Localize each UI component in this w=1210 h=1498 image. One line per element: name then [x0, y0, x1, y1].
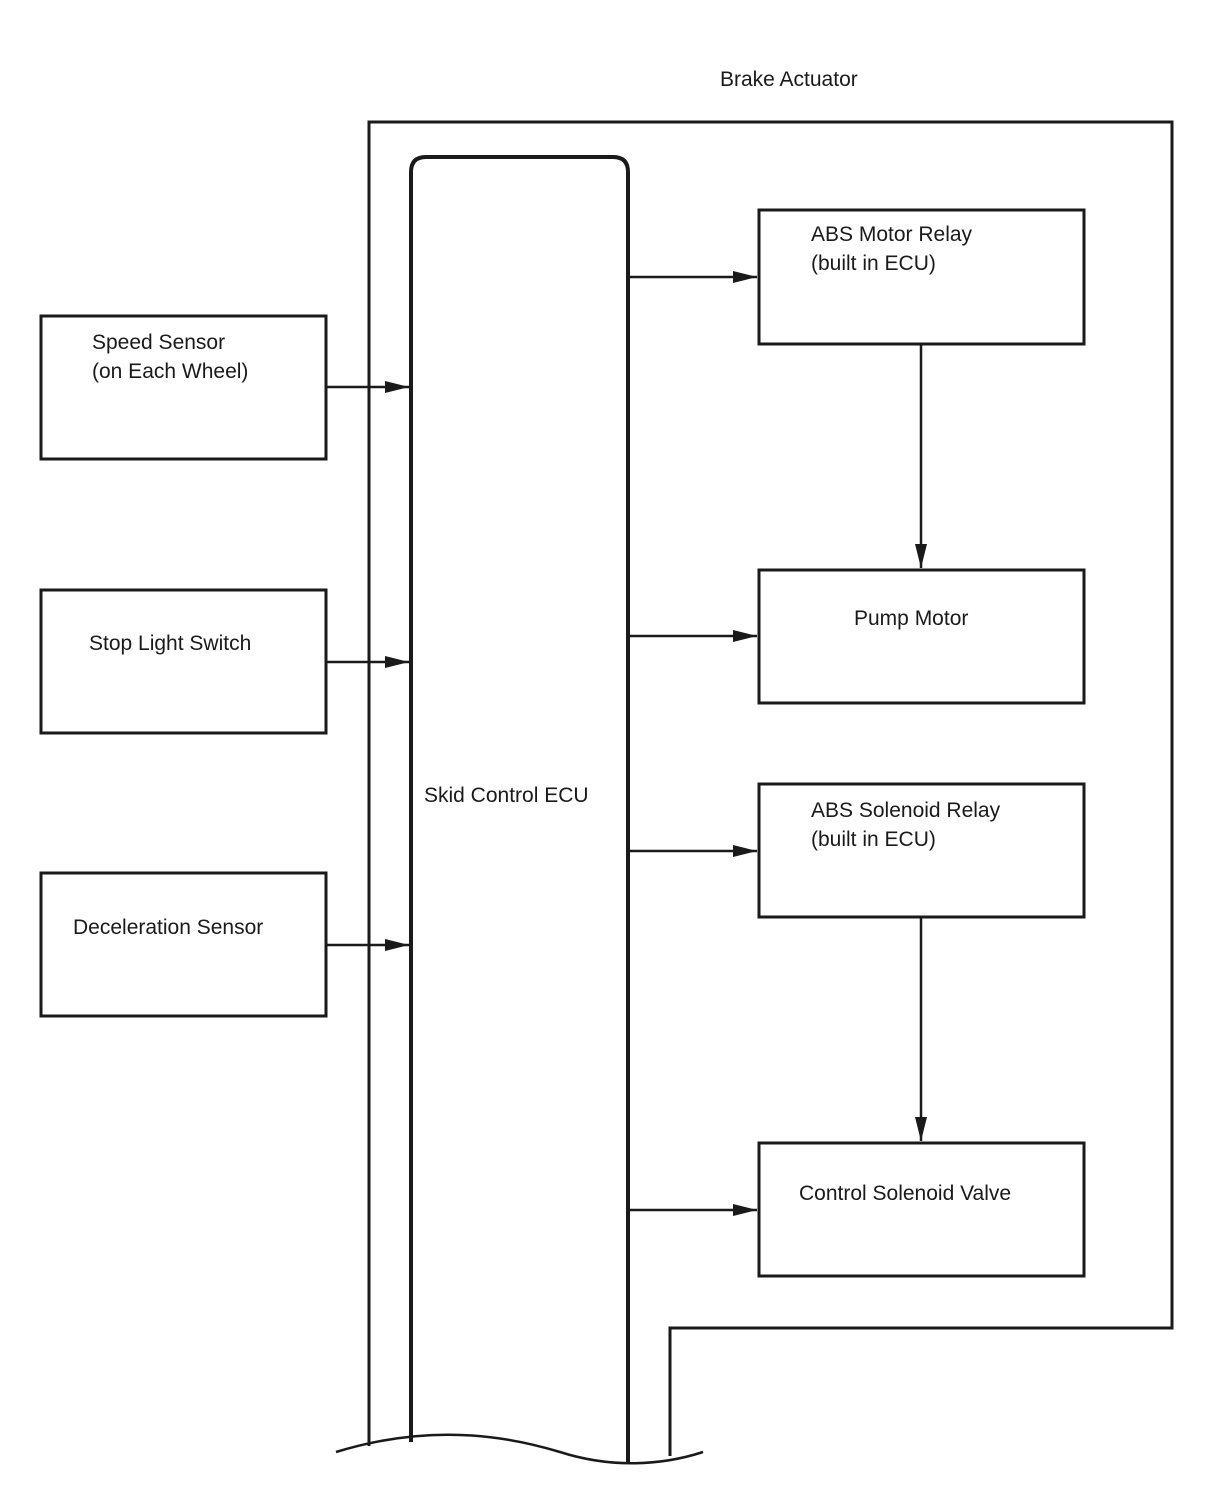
deceleration-sensor-label: Deceleration Sensor — [73, 916, 263, 939]
control-solenoid-valve-box — [757, 1141, 1086, 1278]
abs-motor-relay-label: ABS Motor Relay — [811, 223, 973, 246]
abs-motor-relay-block: ABS Motor Relay (built in ECU) — [757, 208, 1086, 346]
deceleration-sensor-box — [39, 871, 328, 1018]
abs-solenoid-relay-sublabel: (built in ECU) — [811, 828, 936, 851]
ecu-break-line — [335, 1433, 704, 1465]
speed-sensor-sublabel: (on Each Wheel) — [92, 360, 248, 383]
skid-control-ecu-label: Skid Control ECU — [424, 784, 589, 807]
pump-motor-label: Pump Motor — [854, 607, 968, 630]
brake-actuator-outline — [367, 120, 1174, 1456]
skid-control-ecu — [409, 155, 630, 1464]
abs-motor-relay-sublabel: (built in ECU) — [811, 252, 936, 275]
deceleration-sensor-block: Deceleration Sensor — [39, 871, 328, 1018]
pump-motor-box — [757, 568, 1086, 705]
stop-light-switch-block: Stop Light Switch — [39, 588, 328, 735]
control-solenoid-valve-label: Control Solenoid Valve — [799, 1182, 1011, 1205]
abs-solenoid-relay-block: ABS Solenoid Relay (built in ECU) — [757, 782, 1086, 919]
abs-solenoid-relay-box — [757, 782, 1086, 919]
pump-motor-block: Pump Motor — [757, 568, 1086, 705]
stop-light-switch-label: Stop Light Switch — [89, 632, 251, 655]
speed-sensor-label: Speed Sensor — [92, 331, 225, 354]
control-solenoid-valve-block: Control Solenoid Valve — [757, 1141, 1086, 1278]
speed-sensor-box — [39, 314, 328, 461]
brake-actuator-label: Brake Actuator — [720, 68, 858, 91]
stop-light-switch-box — [39, 588, 328, 735]
abs-motor-relay-box — [757, 208, 1086, 346]
speed-sensor-block: Speed Sensor (on Each Wheel) — [39, 314, 328, 461]
abs-solenoid-relay-label: ABS Solenoid Relay — [811, 799, 1001, 822]
